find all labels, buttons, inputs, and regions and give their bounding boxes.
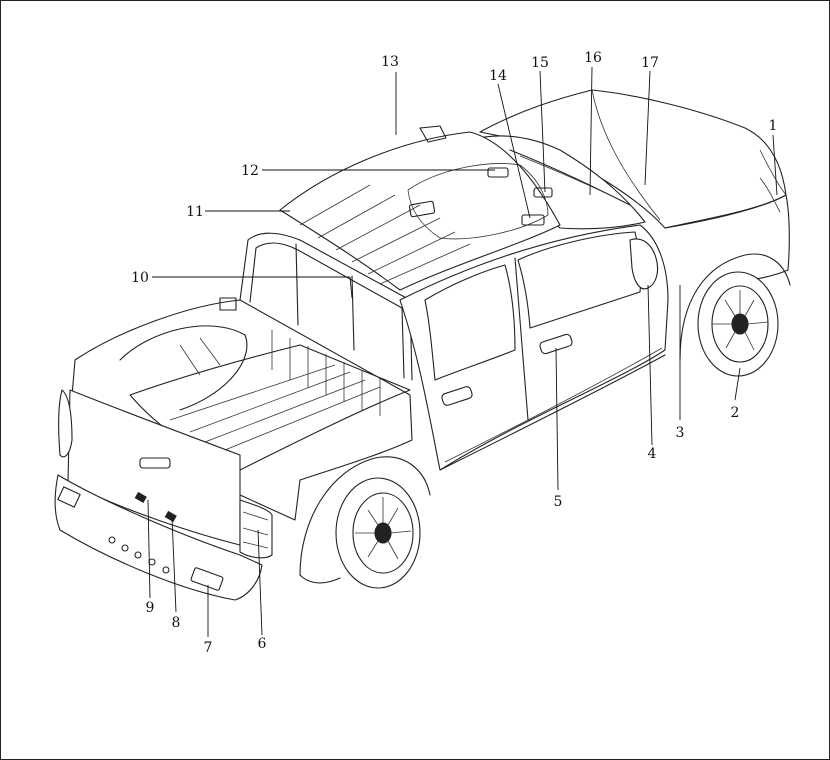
callout-4: 4: [648, 446, 657, 462]
callout-15: 15: [531, 55, 549, 71]
bumper-reflector-right: [190, 567, 224, 591]
front-wheel: [697, 271, 779, 377]
callout-12: 12: [241, 163, 259, 179]
leader-lines: [147, 66, 778, 637]
map-lamp: [533, 187, 553, 198]
hood: [479, 89, 787, 229]
callout-11: 11: [186, 204, 204, 220]
rear-door-window: [424, 264, 516, 381]
rear-lamp-left: [58, 389, 73, 458]
front-door-window: [517, 231, 642, 329]
bumper-reflector-left: [57, 486, 81, 508]
callout-10: 10: [131, 270, 149, 286]
callout-7: 7: [204, 640, 213, 656]
cab-side: [399, 224, 669, 471]
front-fascia: [664, 194, 790, 287]
mirror-mount: [521, 214, 545, 226]
callout-3: 3: [676, 425, 685, 441]
license-lamp: [164, 510, 177, 522]
rear-camera: [134, 491, 147, 503]
dome-lamp: [487, 167, 509, 178]
rear-wheel: [335, 477, 421, 589]
sunroof: [407, 163, 549, 240]
roll-bar: [239, 232, 413, 381]
sunroof-switch: [408, 200, 436, 218]
tailgate-handle: [139, 457, 171, 469]
side-mirror: [629, 238, 659, 290]
callout-9: 9: [146, 600, 155, 616]
rear-wheel-arch: [299, 456, 431, 576]
roof-antenna: [419, 125, 447, 143]
callout-labels: 1 2 3 4 5 6 7 8 9 10 11 12 13 14 15 16 1…: [131, 50, 777, 656]
truck-illustration: [54, 89, 791, 601]
callout-17: 17: [641, 55, 659, 71]
rear-door-handle: [441, 386, 473, 406]
callout-2: 2: [731, 405, 740, 421]
callout-5: 5: [554, 494, 563, 510]
roof: [279, 131, 561, 291]
front-door-handle: [539, 333, 573, 355]
callout-16: 16: [584, 50, 602, 66]
callout-13: 13: [381, 54, 399, 70]
callout-1: 1: [769, 118, 778, 134]
callout-6: 6: [258, 636, 267, 652]
callout-8: 8: [172, 615, 181, 631]
callout-14: 14: [489, 68, 507, 84]
bed-tie-down: [219, 297, 237, 311]
front-wheel-arch: [679, 253, 791, 361]
